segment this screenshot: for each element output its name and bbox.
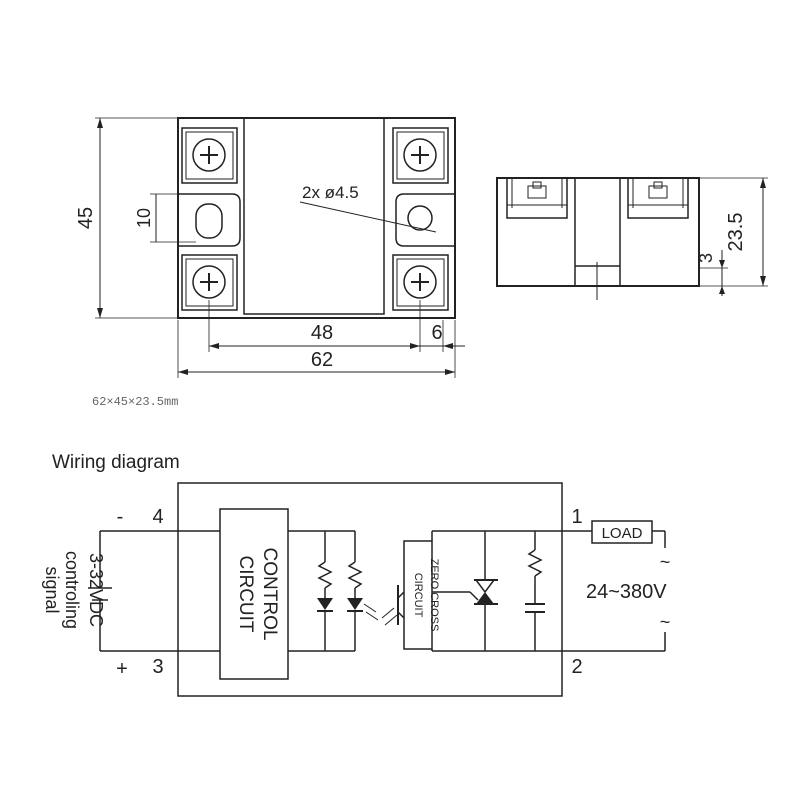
terminal-1: 1 <box>571 506 582 528</box>
dim-height-label: 45 <box>75 207 97 229</box>
ac-symbol-bottom: ~ <box>660 612 671 632</box>
dim-height: 45 <box>75 117 178 319</box>
screw-terminal-bottom-right <box>392 254 449 311</box>
size-note: 62×45×23.5mm <box>92 395 178 409</box>
voltage-label: 24~380V <box>586 581 667 603</box>
relay-body-outline <box>177 117 456 319</box>
dim-side-height-label: 23.5 <box>725 213 747 252</box>
snubber-circuit <box>525 531 545 651</box>
screw-terminal-top-right <box>392 127 449 184</box>
signal-label: signal <box>42 566 62 613</box>
dim-width-label: 62 <box>311 349 333 371</box>
control-circuit-label-2: CIRCUIT <box>235 555 256 632</box>
hole-leader-line <box>299 201 437 233</box>
terminal-2: 2 <box>571 656 582 678</box>
ac-symbol-top: ~ <box>660 552 671 572</box>
zero-cross-block <box>403 540 433 650</box>
hole-label: 2x ø4.5 <box>302 183 359 202</box>
terminal-4: 4 <box>152 506 163 528</box>
indicator-branch-1 <box>317 531 333 651</box>
dim-edge-offset-label: 6 <box>431 322 442 344</box>
dim-side-offset-label: 3 <box>696 253 716 263</box>
triac-symbol <box>469 531 498 651</box>
dim-width: 62 <box>177 320 456 378</box>
terminal-3: 3 <box>152 656 163 678</box>
right-mount-hole <box>407 205 433 231</box>
optocoupler <box>381 585 405 626</box>
zero-cross-label-1: ZERO CROSS <box>428 559 440 632</box>
input-plus: + <box>116 658 128 680</box>
left-mount-slot <box>195 203 223 239</box>
control-circuit-label-1: CONTROL <box>259 548 280 641</box>
load-box <box>591 520 653 544</box>
right-mount-ear <box>395 193 455 247</box>
relay-side-view: 23.5 3 <box>496 177 768 300</box>
dim-hole-spacing: 48 6 <box>208 300 465 352</box>
load-label: LOAD <box>602 525 643 542</box>
controling-label: controling <box>62 551 82 629</box>
input-minus: - <box>117 506 124 528</box>
dim-slot-label: 10 <box>134 208 154 228</box>
screw-terminal-bottom-left <box>181 254 238 311</box>
relay-top-view: 2x ø4.5 45 10 48 6 <box>75 117 465 409</box>
relay-box <box>177 482 563 697</box>
wiring-diagram: - 4 + 3 3-32VDC controling signal CONTRO… <box>42 482 671 697</box>
control-circuit-block <box>219 508 289 680</box>
dim-hole-spacing-label: 48 <box>311 322 333 344</box>
screw-terminal-top-left <box>181 127 238 184</box>
dim-slot: 10 <box>134 193 196 243</box>
relay-cover <box>243 117 385 315</box>
left-mount-ear <box>178 193 241 247</box>
zero-cross-label-2: CIRCUIT <box>412 573 424 618</box>
dc-range-label: 3-32VDC <box>86 553 106 627</box>
indicator-branch-2 <box>347 531 379 651</box>
wiring-title: Wiring diagram <box>52 452 180 473</box>
